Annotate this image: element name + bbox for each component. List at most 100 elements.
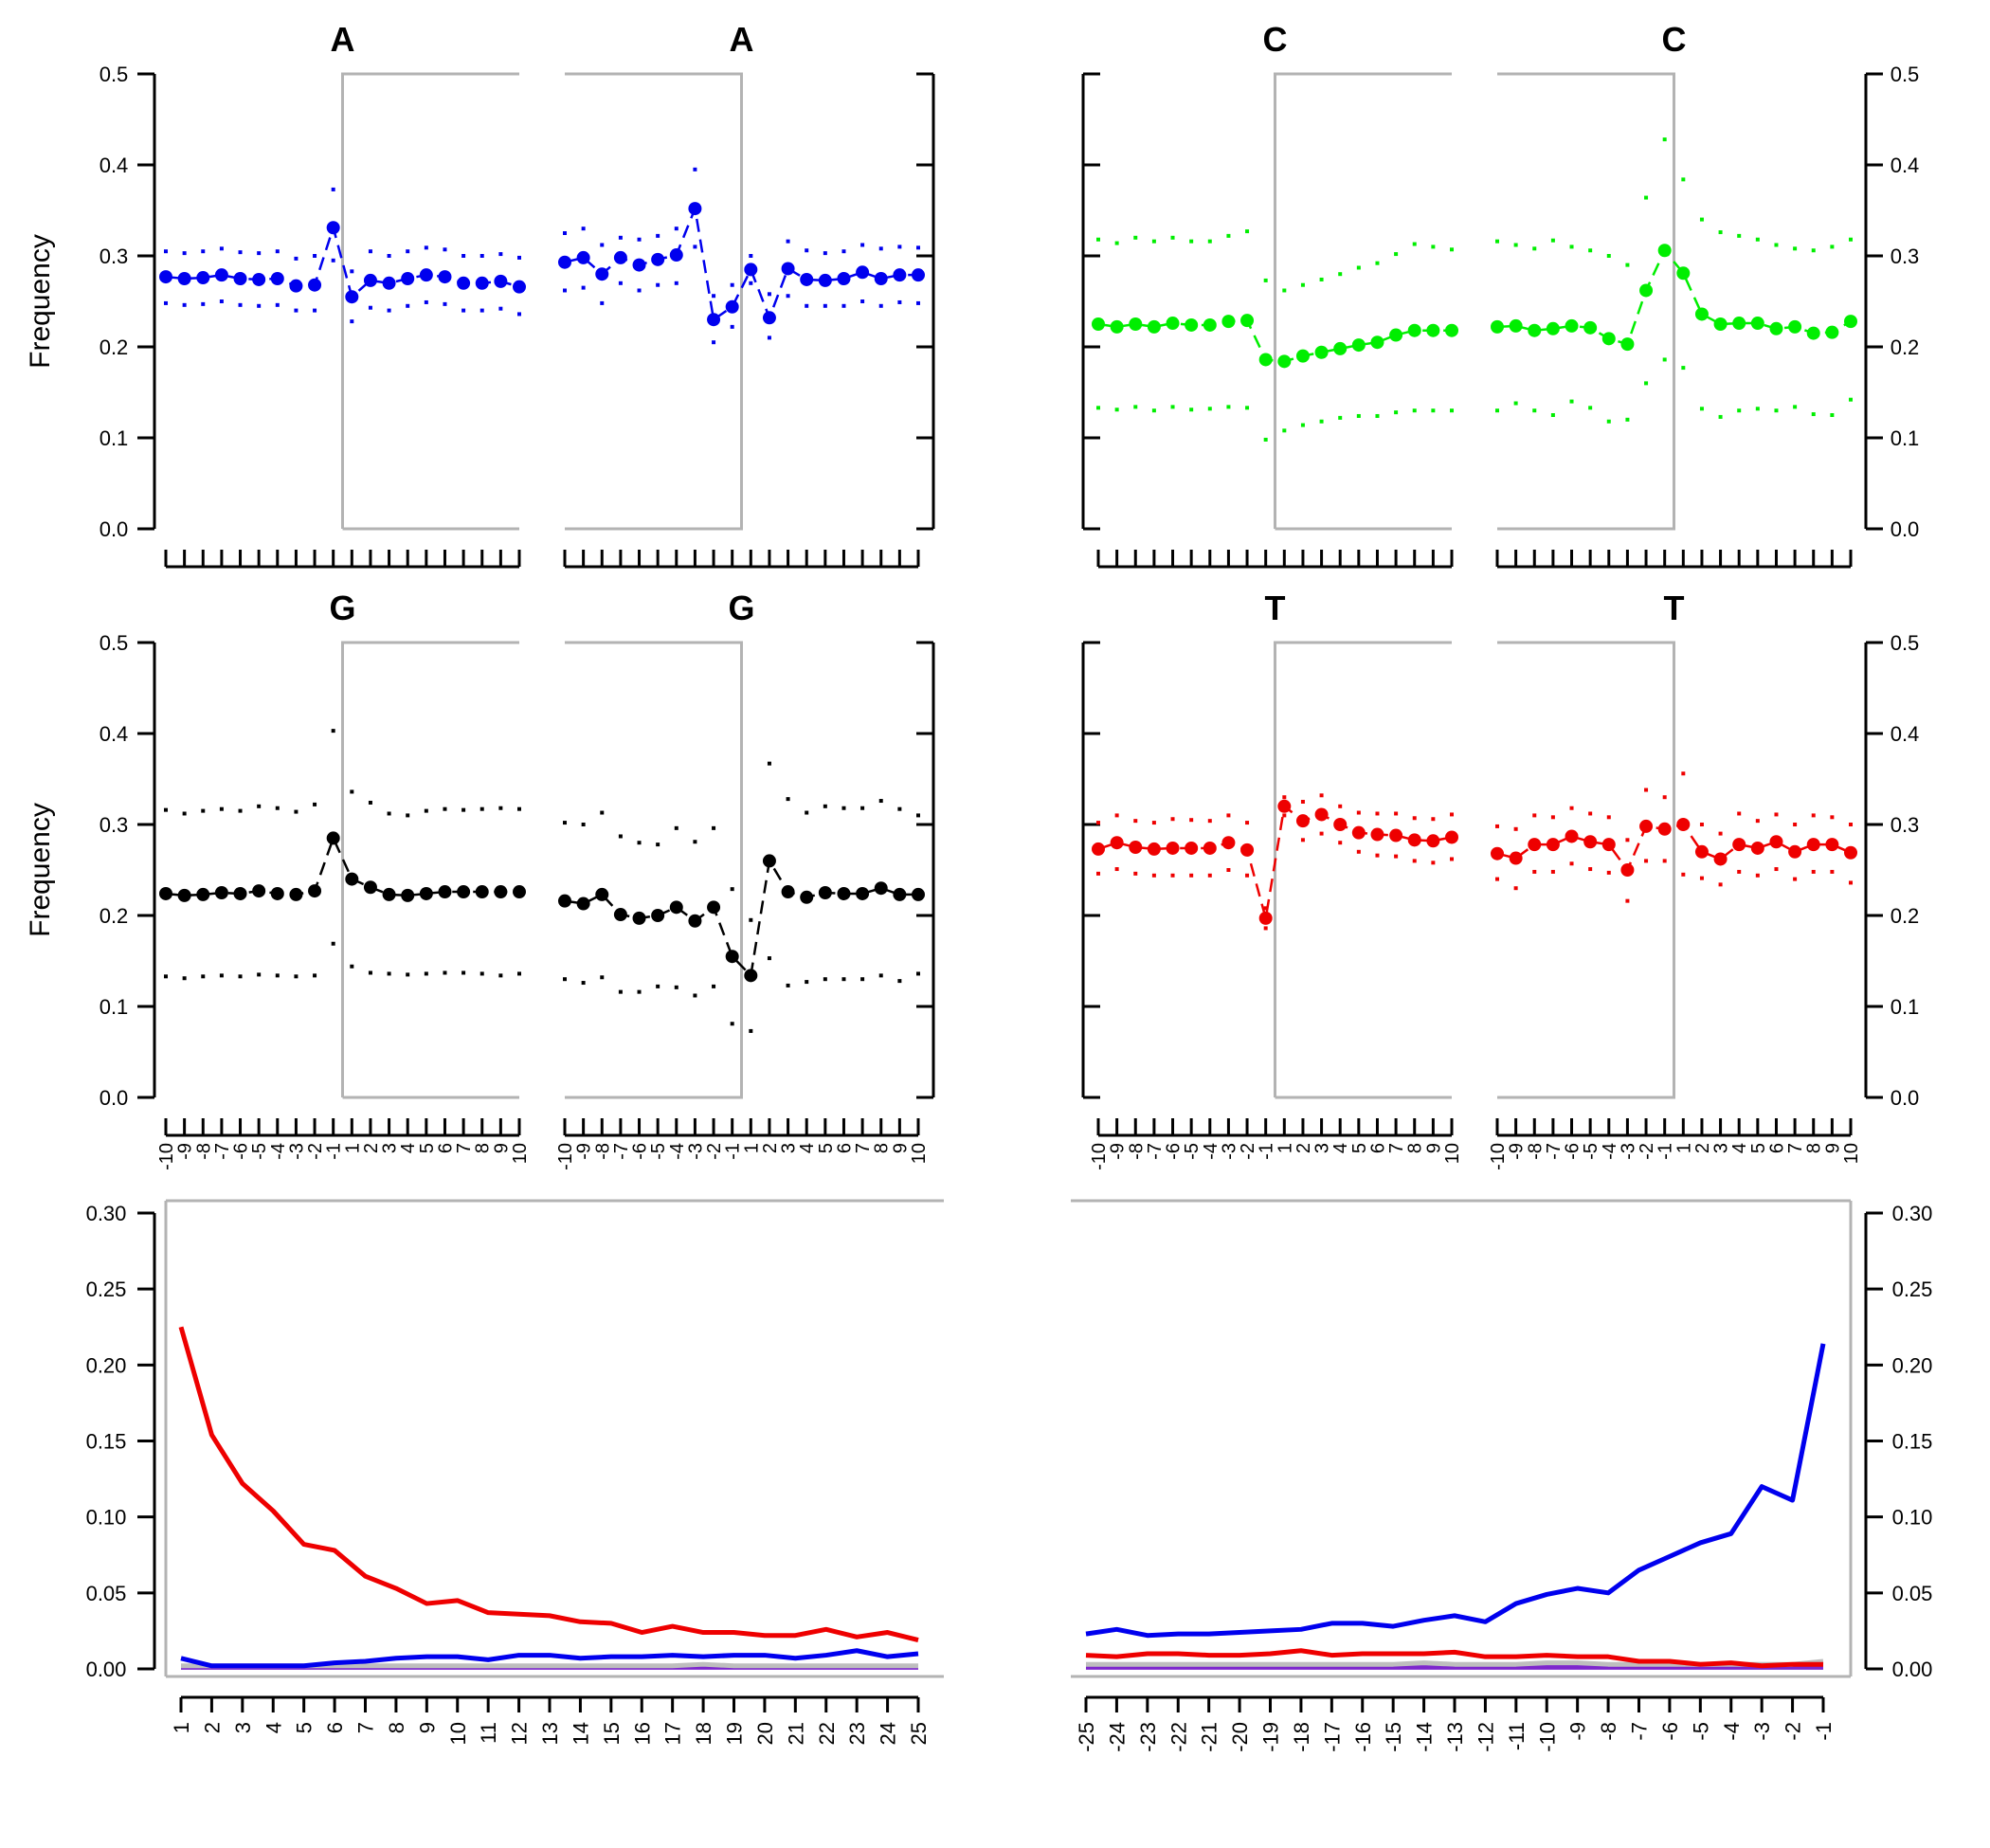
mean-point — [632, 911, 646, 925]
bottom-x-tick-label: 12 — [508, 1722, 532, 1745]
mean-point — [1314, 807, 1329, 822]
x-tick-label: -7 — [611, 1143, 632, 1160]
mean-point — [818, 273, 832, 287]
x-tick-label: 9 — [491, 1143, 512, 1153]
mean-point — [252, 272, 266, 286]
mean-point — [438, 885, 452, 899]
mean-point — [632, 258, 646, 272]
x-tick-label: 4 — [1729, 1143, 1750, 1153]
bottom-x-tick-label: 3 — [231, 1722, 255, 1733]
y-tick-label: 0.5 — [100, 63, 129, 86]
bottom-x-tick-label: -14 — [1413, 1722, 1437, 1752]
x-tick-label: 3 — [1312, 1143, 1333, 1153]
mean-point — [382, 887, 396, 901]
bottom-x-tick-label: 4 — [262, 1722, 285, 1733]
mean-point — [1825, 838, 1839, 852]
mean-point — [1620, 863, 1635, 877]
bottom-x-tick-label: 8 — [385, 1722, 408, 1733]
bottom-y-tick-label: 0.05 — [86, 1582, 127, 1605]
x-tick-label: 9 — [890, 1143, 911, 1153]
mean-point — [762, 311, 776, 325]
x-tick-label: -10 — [555, 1143, 576, 1170]
bottom-x-tick-label: 11 — [477, 1722, 500, 1744]
window-frame — [1274, 641, 1452, 1097]
x-tick-label: 3 — [380, 1143, 401, 1153]
mean-point — [1314, 345, 1329, 359]
bottom-x-tick-label: 9 — [415, 1722, 439, 1733]
mean-point — [781, 885, 795, 899]
x-tick-label: -2 — [704, 1143, 725, 1160]
bottom-x-tick-label: -25 — [1075, 1722, 1098, 1752]
bottom-x-tick-label: -11 — [1505, 1722, 1529, 1750]
x-tick-label: 2 — [1294, 1143, 1314, 1153]
bottom-x-tick-label: 16 — [630, 1722, 654, 1745]
mean-point — [177, 272, 191, 285]
mean-point — [1825, 325, 1839, 339]
mean-point — [196, 887, 210, 901]
mean-point — [1528, 323, 1542, 337]
mean-point — [1750, 317, 1764, 331]
mean-point — [1657, 822, 1672, 836]
mean-point — [1694, 307, 1709, 321]
bottom-x-tick-label: -5 — [1689, 1722, 1712, 1741]
mean-point — [214, 268, 228, 282]
bottom-x-tick-label: -19 — [1259, 1722, 1283, 1752]
mean-point — [1528, 838, 1542, 852]
bottom-y-tick-label: 0.00 — [1892, 1658, 1933, 1681]
panel-title: C — [1662, 20, 1687, 59]
frequency-y-label-top: Frequency — [25, 234, 56, 369]
mean-point — [1676, 266, 1691, 281]
x-tick-label: -8 — [1126, 1143, 1147, 1160]
x-tick-label: 4 — [398, 1143, 419, 1153]
mean-point — [1333, 818, 1348, 831]
mean-point — [382, 276, 396, 290]
x-tick-label: -7 — [1544, 1143, 1565, 1160]
y-tick-label: 0.2 — [1890, 335, 1920, 359]
mean-point — [1407, 833, 1421, 847]
mean-point — [1844, 845, 1857, 860]
mean-point — [308, 278, 322, 292]
mean-point — [1509, 851, 1523, 865]
mean-point — [1546, 321, 1560, 335]
mean-point — [595, 887, 609, 901]
window-frame — [1497, 641, 1675, 1099]
mean-point — [1277, 799, 1292, 813]
mean-point — [419, 886, 433, 900]
bottom-x-tick-label: -3 — [1750, 1722, 1774, 1741]
mean-point — [576, 897, 590, 911]
x-tick-label: -8 — [193, 1143, 214, 1160]
y-tick-label: 0.0 — [100, 517, 129, 541]
x-tick-label: -9 — [175, 1143, 196, 1160]
x-tick-label: 5 — [417, 1143, 438, 1153]
mean-point — [513, 885, 526, 899]
bottom-x-tick-label: 15 — [600, 1722, 624, 1745]
series-line — [180, 1648, 919, 1669]
x-tick-label: -1 — [1257, 1143, 1277, 1160]
window-frame — [1274, 72, 1452, 529]
x-tick-label: 1 — [741, 1143, 762, 1153]
mean-point — [1351, 825, 1366, 840]
mean-point — [613, 908, 627, 922]
y-tick-label: 0.1 — [1890, 995, 1920, 1019]
window-frame — [1497, 72, 1675, 531]
bottom-x-tick-label: -23 — [1136, 1722, 1160, 1752]
mean-point — [669, 900, 683, 915]
x-tick-label: 7 — [1386, 1143, 1407, 1153]
mean-point — [1732, 317, 1746, 331]
mean-point — [1639, 283, 1654, 298]
x-tick-label: 5 — [816, 1143, 837, 1153]
x-tick-label: 10 — [909, 1143, 930, 1164]
x-tick-label: 9 — [1822, 1143, 1843, 1153]
panel-title: G — [728, 589, 754, 627]
y-tick-label: 0.5 — [1890, 631, 1920, 655]
y-tick-label: 0.4 — [100, 154, 129, 177]
mean-point — [345, 872, 359, 886]
mean-point — [781, 262, 795, 276]
mean-point — [345, 290, 359, 304]
mean-point — [1657, 244, 1672, 258]
bottom-x-tick-label: -9 — [1566, 1722, 1590, 1741]
bottom-y-tick-label: 0.20 — [86, 1353, 127, 1377]
bottom-x-tick-label: 1 — [170, 1722, 193, 1733]
mean-point — [270, 886, 284, 900]
mean-point — [1258, 353, 1273, 367]
